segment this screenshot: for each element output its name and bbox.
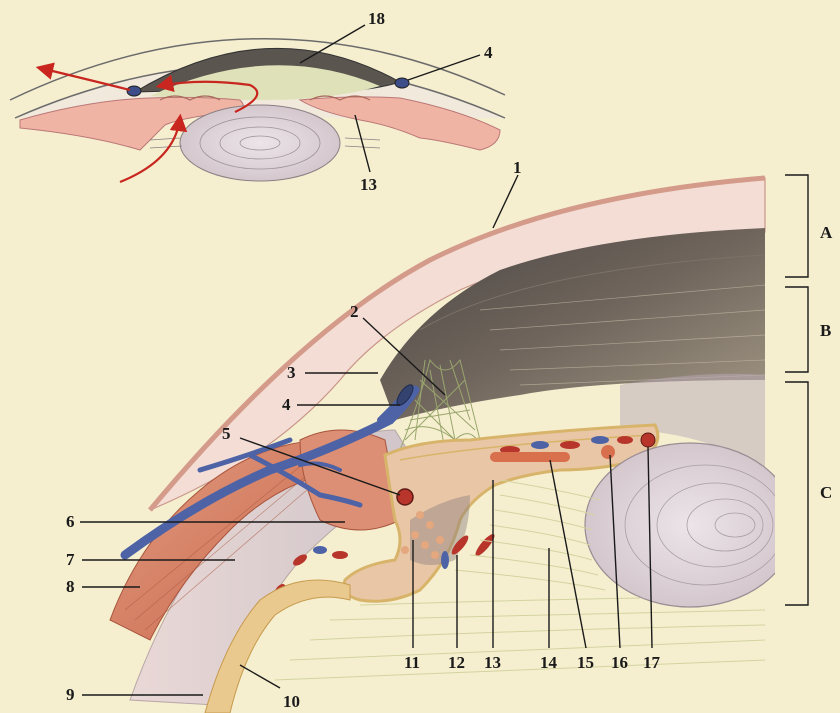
main-cross-section: A B C 1 2 3 4 5 6 7 8 9 10 11 12 13 14 <box>66 158 840 713</box>
label-4: 4 <box>282 395 291 414</box>
label-9: 9 <box>66 685 75 704</box>
lens-inset <box>180 105 340 181</box>
region-label-b: B <box>820 321 831 340</box>
label-6: 6 <box>66 512 75 531</box>
label-12: 12 <box>448 653 465 672</box>
label-2: 2 <box>350 302 359 321</box>
region-label-c: C <box>820 483 832 502</box>
schlemm-canal-left-inset <box>127 86 141 96</box>
label-5: 5 <box>222 424 231 443</box>
schlemm-canal-right-inset <box>395 78 409 88</box>
label-11: 11 <box>404 653 420 672</box>
label-13: 13 <box>484 653 501 672</box>
inset-overview: 18 4 13 <box>10 9 505 194</box>
label-4-inset: 4 <box>484 43 493 62</box>
label-15: 15 <box>577 653 594 672</box>
label-16: 16 <box>611 653 628 672</box>
label-17: 17 <box>643 653 661 672</box>
region-label-a: A <box>820 223 833 242</box>
label-3: 3 <box>287 363 296 382</box>
label-14: 14 <box>540 653 558 672</box>
label-7: 7 <box>66 550 75 569</box>
label-1: 1 <box>513 158 522 177</box>
label-13-inset: 13 <box>360 175 377 194</box>
label-18: 18 <box>368 9 385 28</box>
label-10: 10 <box>283 692 300 711</box>
label-8: 8 <box>66 577 75 596</box>
